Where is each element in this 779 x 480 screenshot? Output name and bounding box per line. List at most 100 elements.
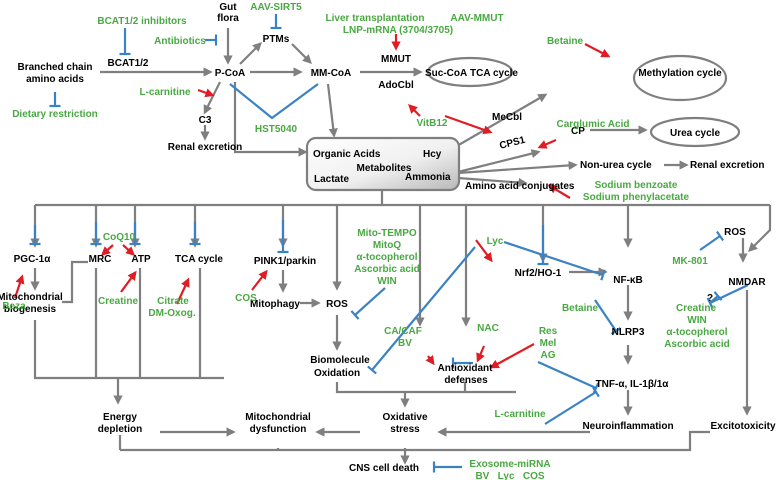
methylation-cycle-oval [632, 54, 728, 102]
urea-cycle-label: Urea cycle [670, 128, 720, 139]
aav-mmut-label: AAV-MMUT [450, 13, 503, 24]
beza-label: Beza [2, 301, 26, 312]
mk801-label: MK-801 [672, 256, 708, 267]
lcarnitine-1-label: L-carnitine [139, 87, 191, 98]
ascorbic-acid-2-label: Ascorbic acid [664, 339, 730, 350]
ag-label: AG [541, 350, 556, 361]
pink-label: PINK1/parkin [254, 256, 316, 267]
citrate-label: Citrate [157, 296, 189, 307]
cos-1-label: COS [235, 293, 257, 304]
cps1-label: CPS1 [498, 135, 526, 152]
sodium-benzoate-label: Sodium benzoate [595, 180, 678, 191]
bcat-label: BCAT1/2 [108, 58, 149, 69]
nrf2-label: Nrf2/HO-1 [515, 268, 562, 279]
mrc-label: MRC [89, 254, 112, 265]
nac-label: NAC [477, 323, 499, 334]
question-mark: ? [707, 293, 713, 304]
ros-label: ROS [326, 299, 348, 310]
win-1-label: WIN [377, 276, 396, 287]
renal-excretion-2-label: Renal excretion [690, 160, 764, 171]
res-label: Res [539, 326, 558, 337]
bcat-inhibitors-label: BCAT1/2 inhibitors [97, 16, 187, 27]
sodium-phenylacetate-label: Sodium phenylacetate [583, 192, 690, 203]
lactate-label: Lactate [314, 174, 349, 185]
cycle-ovals [426, 54, 741, 148]
cp-label: CP [571, 126, 585, 137]
renal-excretion-1-label: Renal excretion [168, 142, 242, 153]
aa-conjugates-label: Amino acid conjugates [465, 181, 575, 192]
lnp-mrna-label: LNP-mRNA (3704/3705) [343, 25, 453, 36]
tca2-label: TCA cycle [175, 254, 223, 265]
betaine-2-label: Betaine [562, 303, 599, 314]
bv-1-label: BV [398, 338, 412, 349]
metabolites-label: Metabolites [356, 163, 411, 174]
nfkb-label: NF-κB [613, 275, 642, 286]
coq10-label: CoQ10 [103, 232, 136, 243]
ca-caf-label: CA/CAF [384, 326, 422, 337]
cns-cell-death-label: CNS cell death [349, 463, 419, 474]
inhibition-arrows [29, 14, 749, 473]
pgc-label: PGC-1α [14, 254, 52, 265]
alpha-tocopherol-1-label: α-tocopherol [356, 252, 417, 263]
ptms-label: PTMs [263, 34, 290, 45]
dietary-restriction-label: Dietary restriction [12, 109, 98, 120]
win-2-label: WIN [687, 315, 706, 326]
urea-cycle-oval [649, 116, 741, 148]
liver-transplantation-label: Liver transplantation [326, 13, 425, 24]
ascorbic-acid-1-label: Ascorbic acid [354, 264, 420, 275]
activation-arrows [13, 34, 611, 369]
metabolites-box [305, 136, 461, 192]
methylation-label: Methylation cycle [638, 68, 722, 79]
aav-sirt5-label: AAV-SIRT5 [250, 2, 302, 13]
dm-oxog-label: DM-Oxog. [148, 308, 195, 319]
excitotoxicity-label: Excitotoxicity [710, 421, 775, 432]
non-urea-label: Non-urea cycle [580, 160, 652, 171]
atp-label: ATP [131, 254, 151, 265]
mecbl-label: MeCbl [492, 112, 522, 123]
creatine-2-label: Creatine [676, 303, 716, 314]
mito-tempo-label: Mito-TEMPO [357, 228, 417, 239]
vitb12-label: VitB12 [417, 118, 448, 129]
betaine-1-label: Betaine [547, 36, 584, 47]
lyc-label: Lyc [487, 236, 504, 247]
therapy-labels: BCAT1/2 inhibitors Antibiotics Dietary r… [2, 2, 729, 480]
c3-label: C3 [199, 115, 212, 126]
nmdar-label: NMDAR [728, 277, 766, 288]
antibiotics-label: Antibiotics [154, 36, 206, 47]
alpha-tocopherol-2-label: α-tocopherol [666, 327, 727, 338]
tnf-label: TNF-α, IL-1β/1α [596, 379, 670, 390]
ammonia-label: Ammonia [405, 172, 451, 183]
exosome-mirna-label: Exosome-miRNA [469, 459, 550, 470]
nlrp3-label: NLRP3 [612, 327, 645, 338]
neuroinflammation-label: Neuroinflammation [582, 421, 673, 432]
pcoa-label: P-CoA [215, 68, 246, 79]
tca-cycle-oval [426, 56, 514, 88]
mitophagy-label: Mitophagy [250, 299, 300, 310]
bv-lyc-cos-label: BV Lyc COS [475, 471, 544, 480]
mitoq-label: MitoQ [373, 240, 402, 251]
mel-label: Mel [540, 338, 557, 349]
hst5040-label: HST5040 [255, 124, 298, 135]
adocbl-label: AdoCbl [378, 80, 414, 91]
gut-flora-label: Gut [219, 2, 237, 13]
ros2-label: ROS [724, 227, 746, 238]
mmut-label: MMUT [381, 54, 411, 65]
tca-label: TCA cycle [470, 68, 518, 79]
hcy-label: Hcy [423, 149, 442, 160]
creatine-1-label: Creatine [98, 296, 138, 307]
succoa-label: Suc-CoA [425, 68, 467, 79]
carglumic-acid-label: Carglumic Acid [557, 119, 630, 130]
lcarnitine-2-label: L-carnitine [494, 409, 546, 420]
organic-acids-label: Organic Acids [313, 149, 381, 160]
mmcoa-label: MM-CoA [311, 68, 352, 79]
